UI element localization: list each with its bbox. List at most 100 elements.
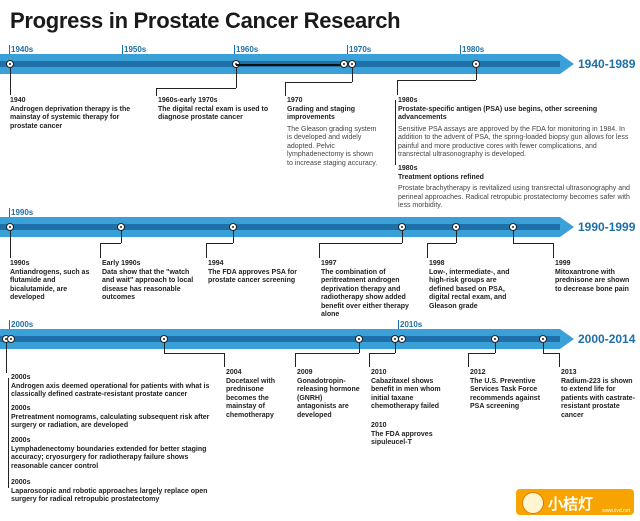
event-year: Early 1990s bbox=[102, 260, 141, 267]
connector bbox=[397, 80, 398, 95]
connector bbox=[395, 100, 396, 165]
connector bbox=[352, 68, 353, 82]
event-marker bbox=[7, 335, 15, 343]
decade-tick bbox=[347, 45, 348, 54]
connector bbox=[100, 243, 121, 244]
event-description: The FDA approves PSA for prostate cancer… bbox=[208, 268, 297, 285]
connector bbox=[553, 243, 554, 258]
connector bbox=[100, 243, 101, 258]
connector bbox=[206, 243, 233, 244]
event-year: 1980s bbox=[398, 165, 418, 172]
event-1980s-treatment: 1980s Treatment options refined Prostate… bbox=[398, 165, 630, 211]
event-description: The digital rectal exam is used to diagn… bbox=[158, 105, 269, 122]
event-marker bbox=[398, 223, 406, 231]
event-year: 1940 bbox=[10, 97, 26, 104]
event-description: Androgen axis deemed operational for pat… bbox=[11, 382, 210, 399]
event-year: 2000s bbox=[11, 437, 31, 444]
decade-label: 2010s bbox=[400, 320, 423, 329]
orange-icon bbox=[522, 492, 544, 514]
decade-label: 1960s bbox=[236, 45, 259, 54]
connector bbox=[8, 378, 9, 488]
connector bbox=[285, 82, 352, 83]
event-1998: 1998 Low-, intermediate-, and high-risk … bbox=[429, 260, 521, 311]
connector bbox=[236, 68, 237, 88]
connector bbox=[559, 353, 560, 367]
event-year: 1980s bbox=[398, 97, 418, 104]
page-title: Progress in Prostate Cancer Research bbox=[10, 8, 401, 33]
event-note: The Gleason grading system is developed … bbox=[287, 125, 378, 167]
event-year: 2000s bbox=[11, 479, 31, 486]
connector bbox=[156, 88, 236, 89]
event-marker bbox=[117, 223, 125, 231]
event-year: 2013 bbox=[561, 369, 577, 376]
logo-url: www.iivd.net bbox=[602, 508, 630, 514]
event-year: 1997 bbox=[321, 260, 337, 267]
connector bbox=[206, 243, 207, 258]
connector bbox=[543, 343, 544, 353]
event-year: 2000s bbox=[11, 374, 31, 381]
event-2000s-nomograms: 2000s Pretreatment nomograms, calculatin… bbox=[11, 405, 211, 431]
connector bbox=[369, 353, 370, 367]
connector bbox=[10, 68, 11, 95]
event-marker bbox=[398, 335, 406, 343]
event-2010-cabazitaxel: 2010 Cabazitaxel shows benefit in men wh… bbox=[371, 369, 443, 412]
event-marker bbox=[6, 223, 14, 231]
connector bbox=[427, 243, 456, 244]
event-description: Lymphadenectomy boundaries extended for … bbox=[11, 445, 207, 470]
event-description: Androgen deprivation therapy is the main… bbox=[10, 105, 131, 130]
connector bbox=[295, 353, 296, 367]
event-marker bbox=[6, 60, 14, 68]
event-early-1990s: Early 1990s Data show that the "watch an… bbox=[102, 260, 202, 303]
event-description: Data show that the "watch and wait" appr… bbox=[102, 268, 194, 302]
event-marker bbox=[340, 60, 348, 68]
event-description: Docetaxel with prednisone becomes the ma… bbox=[226, 377, 276, 419]
decade-tick bbox=[122, 45, 123, 54]
band-range-label: 1940-1989 bbox=[578, 57, 636, 71]
logo-text: 小桔灯 bbox=[548, 495, 594, 513]
event-description: Treatment options refined bbox=[398, 173, 484, 181]
timeline-band-1990-1999 bbox=[0, 217, 560, 237]
decade-tick bbox=[9, 320, 10, 329]
band-arrow bbox=[560, 217, 574, 237]
decade-tick bbox=[9, 208, 10, 217]
event-marker bbox=[452, 223, 460, 231]
connector bbox=[10, 231, 11, 258]
event-year: 2000s bbox=[11, 405, 31, 412]
event-year: 1999 bbox=[555, 260, 571, 267]
event-description: The combination of peritreatment androge… bbox=[321, 268, 409, 319]
event-description: Laparoscopic and robotic approaches larg… bbox=[11, 487, 208, 504]
event-marker bbox=[229, 223, 237, 231]
event-marker bbox=[348, 60, 356, 68]
band-arrow bbox=[560, 54, 574, 74]
connector bbox=[543, 353, 559, 354]
event-note: Sensitive PSA assays are approved by the… bbox=[398, 125, 629, 159]
site-logo: 小桔灯 www.iivd.net bbox=[516, 489, 634, 515]
connector bbox=[285, 82, 286, 96]
event-1994: 1994 The FDA approves PSA for prostate c… bbox=[208, 260, 308, 286]
connector bbox=[476, 68, 477, 80]
connector bbox=[369, 353, 395, 354]
connector bbox=[395, 343, 396, 353]
event-2013: 2013 Radium-223 is shown to extend life … bbox=[561, 369, 635, 420]
event-1940: 1940 Androgen deprivation therapy is the… bbox=[10, 97, 132, 131]
event-description: Radium-223 is shown to extend life for p… bbox=[561, 377, 635, 419]
event-2000s-lymphadenectomy: 2000s Lymphadenectomy boundaries extende… bbox=[11, 437, 211, 471]
event-2010-sipuleucel: 2010 The FDA approves sipuleucel-T bbox=[371, 422, 443, 448]
event-year: 2009 bbox=[297, 369, 313, 376]
decade-tick bbox=[460, 45, 461, 54]
decade-label: 1940s bbox=[11, 45, 34, 54]
event-year: 2010 bbox=[371, 369, 387, 376]
decade-tick bbox=[9, 45, 10, 54]
event-marker bbox=[491, 335, 499, 343]
event-year: 1960s-early 1970s bbox=[158, 97, 218, 104]
event-1980s-psa: 1980s Prostate-specific antigen (PSA) us… bbox=[398, 97, 630, 160]
event-1997: 1997 The combination of peritreatment an… bbox=[321, 260, 421, 320]
decade-tick bbox=[398, 320, 399, 329]
connector bbox=[224, 353, 225, 367]
decade-label: 2000s bbox=[11, 320, 34, 329]
band-arrow bbox=[560, 329, 574, 349]
event-year: 2010 bbox=[371, 422, 387, 429]
event-description: Antiandrogens, such as flutamide and bic… bbox=[10, 268, 90, 302]
event-1960s: 1960s-early 1970s The digital rectal exa… bbox=[158, 97, 270, 123]
event-1970: 1970 Grading and staging improvements Th… bbox=[287, 97, 379, 168]
